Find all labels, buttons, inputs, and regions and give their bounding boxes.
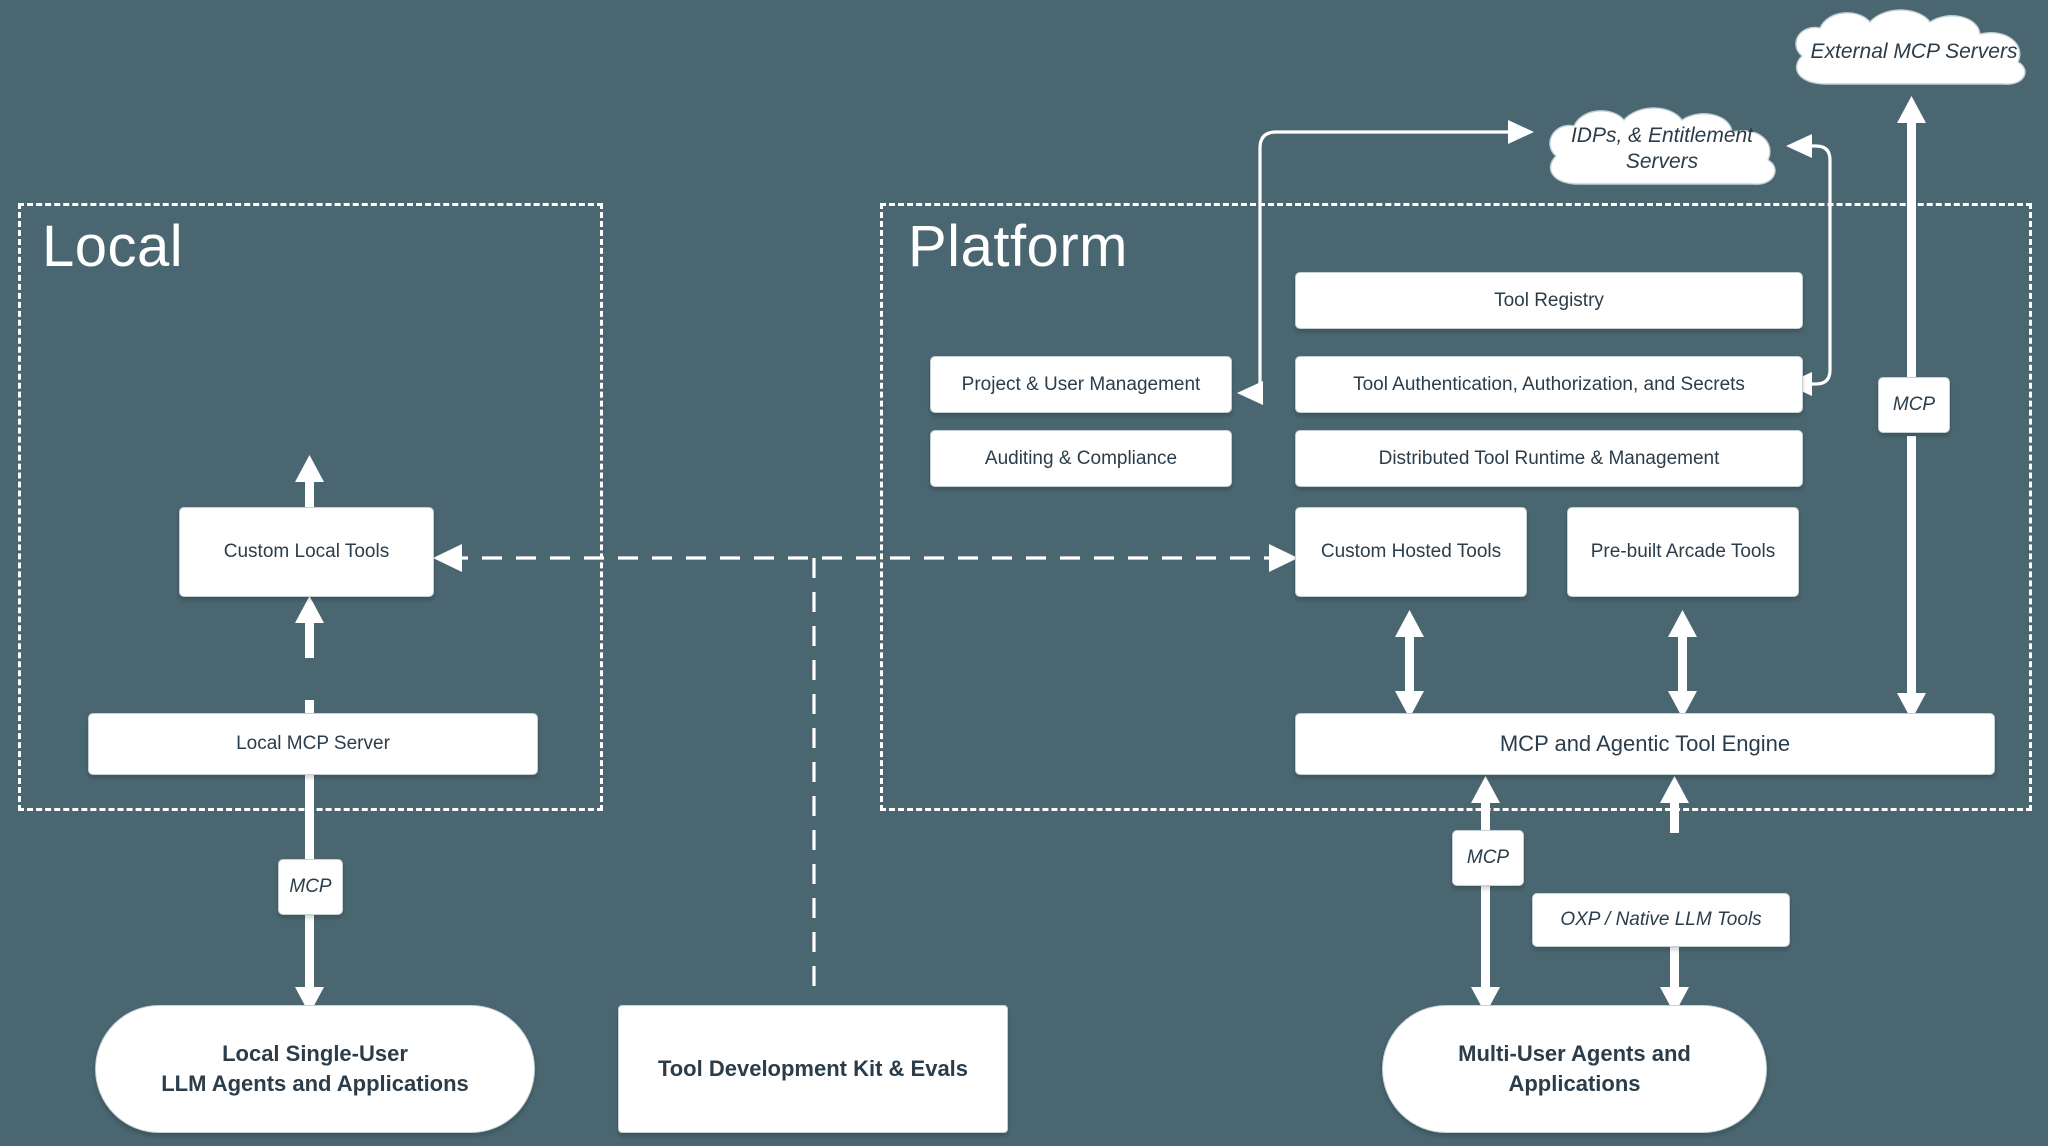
node-tool-authentication-authorization-secrets[interactable]: Tool Authentication, Authorization, and … bbox=[1295, 356, 1803, 413]
label-mcp-platform-bottom: MCP bbox=[1452, 830, 1524, 886]
node-tool-development-kit[interactable]: Tool Development Kit & Evals bbox=[618, 1005, 1008, 1133]
cloud-idps-entitlement-servers: IDPs, & Entitlement Servers bbox=[1534, 100, 1790, 198]
node-prebuilt-arcade-tools[interactable]: Pre-built Arcade Tools bbox=[1567, 507, 1799, 597]
node-custom-local-tools[interactable]: Custom Local Tools bbox=[179, 507, 434, 597]
multi-user-agents-line2: Applications bbox=[1508, 1071, 1641, 1096]
local-agents-line2: LLM Agents and Applications bbox=[161, 1071, 469, 1096]
cloud-external-mcp-servers: External MCP Servers bbox=[1778, 6, 2048, 98]
node-project-user-management[interactable]: Project & User Management bbox=[930, 356, 1232, 413]
node-local-mcp-server[interactable]: Local MCP Server bbox=[88, 713, 538, 775]
zone-platform-title: Platform bbox=[908, 214, 1128, 279]
node-mcp-agentic-tool-engine[interactable]: MCP and Agentic Tool Engine bbox=[1295, 713, 1995, 775]
label-mcp-local: MCP bbox=[278, 859, 343, 915]
node-multi-user-agents-applications[interactable]: Multi-User Agents and Applications bbox=[1382, 1005, 1767, 1133]
node-distributed-tool-runtime-management[interactable]: Distributed Tool Runtime & Management bbox=[1295, 430, 1803, 487]
local-agents-line1: Local Single-User bbox=[222, 1041, 408, 1067]
node-oxp-native-llm-tools[interactable]: OXP / Native LLM Tools bbox=[1532, 893, 1790, 947]
node-tool-registry[interactable]: Tool Registry bbox=[1295, 272, 1803, 329]
zone-local bbox=[18, 203, 603, 811]
zone-platform bbox=[880, 203, 2032, 811]
cloud-external-mcp-label: External MCP Servers bbox=[1810, 39, 2018, 63]
cloud-shape-icon bbox=[1795, 9, 2026, 85]
label-mcp-external-right: MCP bbox=[1878, 377, 1950, 433]
multi-user-agents-line1: Multi-User Agents and bbox=[1458, 1041, 1691, 1067]
node-local-agents-applications[interactable]: Local Single-User LLM Agents and Applica… bbox=[95, 1005, 535, 1133]
wire-engine-to-agents-mcp bbox=[1471, 776, 1500, 1014]
cloud-idps-label: IDPs, & Entitlement Servers bbox=[1570, 123, 1754, 173]
node-auditing-compliance[interactable]: Auditing & Compliance bbox=[930, 430, 1232, 487]
zone-local-title: Local bbox=[42, 214, 184, 279]
node-custom-hosted-tools[interactable]: Custom Hosted Tools bbox=[1295, 507, 1527, 597]
cloud-shape-icon bbox=[1549, 107, 1776, 185]
